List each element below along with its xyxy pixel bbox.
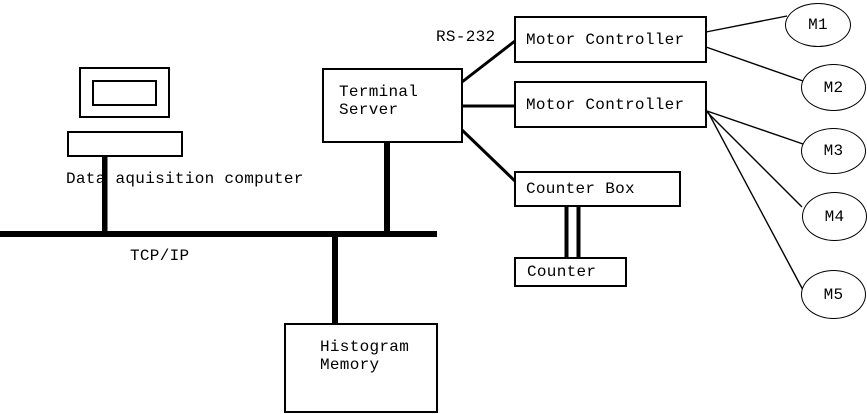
terminal-server-to-motor-controller-1-line <box>461 39 516 84</box>
motor-m1-label: M1 <box>808 16 828 34</box>
histogram-memory-label-line2: Memory <box>320 356 380 374</box>
rs232-label: RS-232 <box>436 28 496 46</box>
motor-m4-label: M4 <box>824 207 845 226</box>
motor-m2-label: M2 <box>823 78 844 97</box>
motor-controller-1-to-m2-line <box>705 46 804 82</box>
counter-box: Counter <box>514 257 627 287</box>
histogram-memory-label-line1: Histogram <box>320 338 410 356</box>
terminal-server-label-line2: Server <box>339 101 399 119</box>
motor-m5-label: M5 <box>823 285 844 304</box>
motor-controller-1-to-m1-line <box>705 15 788 33</box>
motor-controller-2-to-m3-line <box>706 110 804 145</box>
motor-m2: M2 <box>801 64 866 111</box>
motor-m3-label: M3 <box>823 142 844 160</box>
terminal-server-box: Terminal Server <box>322 68 463 143</box>
motor-m1: M1 <box>785 3 851 47</box>
motor-controller-2-to-m4-line <box>706 111 803 208</box>
counter-box-label: Counter Box <box>526 180 635 198</box>
computer-screen-icon <box>92 80 157 106</box>
motor-controller-2-label: Motor Controller <box>526 95 685 114</box>
motor-controller-2-box: Motor Controller <box>514 81 707 128</box>
counter-box-box: Counter Box <box>514 171 681 207</box>
histogram-memory-box: Histogram Memory <box>284 323 438 413</box>
motor-controller-1-box: Motor Controller <box>514 16 707 63</box>
motor-m5: M5 <box>801 270 866 319</box>
terminal-server-to-counter-box-line <box>460 128 518 184</box>
motor-controller-1-label: Motor Controller <box>526 30 685 49</box>
computer-label: Data aquisition computer <box>66 170 304 188</box>
motor-m3: M3 <box>801 128 866 174</box>
motor-m4: M4 <box>802 192 867 241</box>
counter-label: Counter <box>527 263 597 281</box>
motor-controller-2-to-m5-line <box>707 111 804 291</box>
computer-keyboard-icon <box>67 131 183 157</box>
terminal-server-label-line1: Terminal <box>339 83 419 101</box>
tcp-ip-label: TCP/IP <box>130 247 190 265</box>
